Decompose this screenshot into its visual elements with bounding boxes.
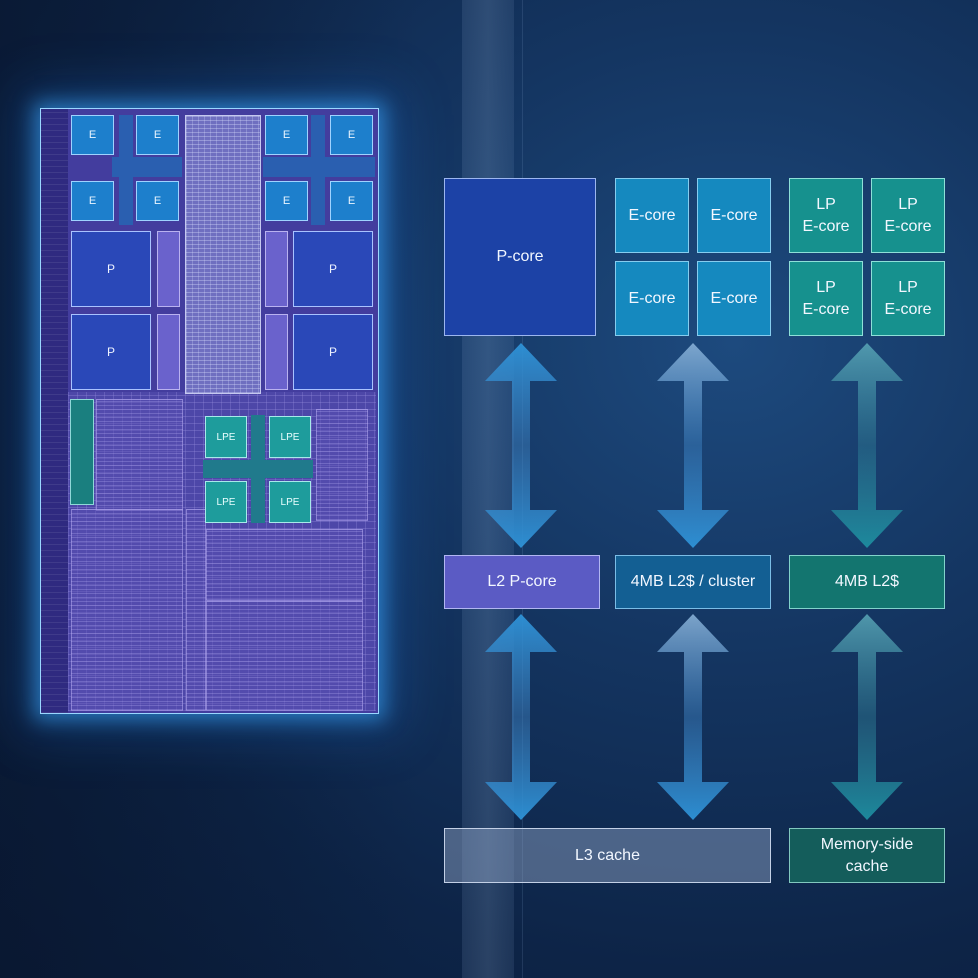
die-pcore: P bbox=[293, 231, 373, 307]
lp-e-core-line2: E-core bbox=[802, 300, 850, 318]
lp-e-core-box: LP E-core bbox=[871, 178, 945, 253]
lp-e-core-line1: LP bbox=[816, 278, 836, 296]
die-pcore: P bbox=[71, 314, 151, 390]
l2-p-core-box: L2 P-core bbox=[444, 555, 600, 609]
die-lpe-core: LPE bbox=[205, 416, 247, 458]
die-pcore-l2 bbox=[157, 314, 180, 390]
lp-e-core-box: LP E-core bbox=[871, 261, 945, 336]
die-block bbox=[71, 509, 183, 711]
lp-e-core-line1: LP bbox=[816, 195, 836, 213]
die-block bbox=[186, 509, 206, 711]
e-core-box: E-core bbox=[697, 261, 771, 336]
arrow-pcore-to-l2 bbox=[485, 343, 557, 548]
ecore-cluster-fabric bbox=[311, 115, 325, 225]
die-ecore: E bbox=[136, 115, 179, 155]
die-io-edge bbox=[41, 109, 68, 713]
die-block bbox=[96, 399, 183, 511]
l2-lp-e-core-box: 4MB L2$ bbox=[789, 555, 945, 609]
die-block bbox=[206, 529, 363, 601]
arrow-lpecore-to-l2 bbox=[831, 343, 903, 548]
die-l3-cache-strip bbox=[185, 115, 261, 394]
lp-e-core-line2: E-core bbox=[884, 217, 932, 235]
die-ecore: E bbox=[330, 115, 373, 155]
l3-cache-box: L3 cache bbox=[444, 828, 771, 883]
die-ecore: E bbox=[265, 181, 308, 221]
p-core-box: P-core bbox=[444, 178, 596, 336]
die-ecore: E bbox=[71, 115, 114, 155]
memory-side-line2: cache bbox=[845, 857, 889, 875]
e-core-box: E-core bbox=[615, 178, 689, 253]
e-core-box: E-core bbox=[697, 178, 771, 253]
lp-e-core-line2: E-core bbox=[802, 217, 850, 235]
die-pcore-l2 bbox=[157, 231, 180, 307]
die-ecore: E bbox=[136, 181, 179, 221]
lp-e-core-line1: LP bbox=[898, 195, 918, 213]
lp-e-core-line1: LP bbox=[898, 278, 918, 296]
lp-e-core-box: LP E-core bbox=[789, 261, 863, 336]
die-lpe-core: LPE bbox=[269, 481, 311, 523]
arrow-l2-lp-to-memory-side bbox=[831, 614, 903, 820]
die-pcore-l2 bbox=[265, 231, 288, 307]
die-lower-region bbox=[68, 392, 376, 711]
ecore-cluster-fabric bbox=[119, 115, 133, 225]
lpe-cluster-fabric bbox=[251, 415, 265, 523]
die-lpe-core: LPE bbox=[205, 481, 247, 523]
die-ecore: E bbox=[265, 115, 308, 155]
arrow-ecore-to-l2 bbox=[657, 343, 729, 548]
die-ecore: E bbox=[71, 181, 114, 221]
memory-side-cache-box: Memory-side cache bbox=[789, 828, 945, 883]
die-lpe-core: LPE bbox=[269, 416, 311, 458]
die-pcore-l2 bbox=[265, 314, 288, 390]
die-teal-block bbox=[70, 399, 94, 505]
lp-e-core-line2: E-core bbox=[884, 300, 932, 318]
memory-side-line1: Memory-side bbox=[820, 835, 914, 853]
lp-e-core-box: LP E-core bbox=[789, 178, 863, 253]
l2-e-core-cluster-box: 4MB L2$ / cluster bbox=[615, 555, 771, 609]
arrow-l2-pcore-to-l3 bbox=[485, 614, 557, 820]
die-block bbox=[316, 409, 368, 521]
die-pcore: P bbox=[71, 231, 151, 307]
background-band bbox=[462, 0, 514, 978]
die-block bbox=[206, 601, 363, 711]
die-pcore: P bbox=[293, 314, 373, 390]
e-core-box: E-core bbox=[615, 261, 689, 336]
arrow-l2-ecore-to-l3 bbox=[657, 614, 729, 820]
die-ecore: E bbox=[330, 181, 373, 221]
chip-die: E E E E E E E E P P P P LPE LPE LPE LPE bbox=[40, 108, 379, 714]
